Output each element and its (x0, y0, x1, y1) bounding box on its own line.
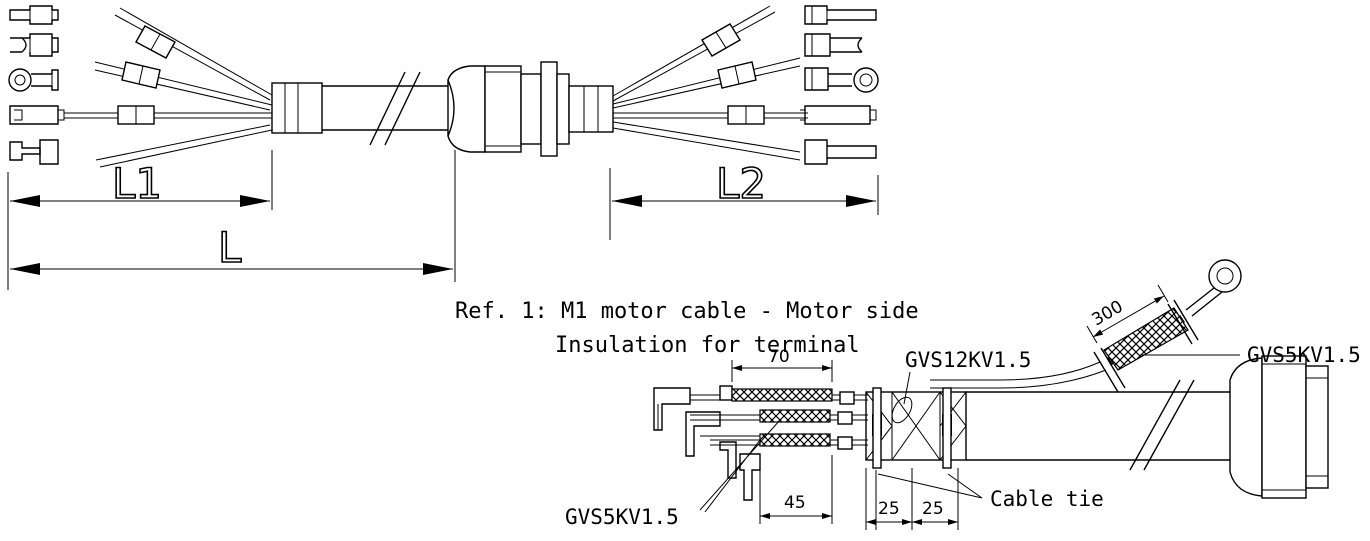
ring-lead (930, 259, 1242, 393)
callout-sleeve-terminals: GVS5KV1.5 (565, 505, 679, 529)
dim-25-25 (865, 468, 959, 530)
left-terminals (8, 5, 65, 165)
fork-terminal-icon (804, 33, 863, 57)
dim-l2-label: L2 (716, 159, 766, 208)
dim-l-label: L (218, 223, 242, 272)
wire-sleeve-icon (135, 25, 176, 59)
callout-sleeve-main: GVS12KV1.5 (905, 348, 1031, 372)
wire-sleeve-icon (727, 105, 765, 125)
right-bundle (568, 85, 614, 133)
dim-45-label: 45 (784, 493, 806, 513)
wire-sleeve-icon (117, 105, 155, 125)
dim-300-label: 300 (1089, 297, 1127, 331)
bottom-detail-view: 300 (565, 259, 1361, 530)
cable-tie-right (942, 387, 952, 469)
fork-terminal-icon (10, 33, 59, 57)
cable-tie-left (872, 387, 882, 469)
right-wires (612, 5, 808, 161)
dim-25b-label: 25 (922, 499, 944, 519)
right-terminals (800, 5, 879, 165)
ring-terminal-icon (8, 68, 59, 92)
female-terminal-icon (800, 105, 877, 125)
flat-terminal-icon (804, 5, 877, 25)
wire-sleeve-icon (701, 23, 741, 57)
dimension-lines-top (7, 150, 879, 290)
callout-cable-tie: Cable tie (990, 487, 1104, 511)
left-wires (64, 7, 273, 168)
dim-25a-label: 25 (878, 499, 900, 519)
dim-70-label: 70 (768, 347, 790, 367)
wire-sleeve-icon (121, 61, 161, 89)
top-cable-view: L1 L L2 (7, 5, 879, 290)
dim-l1-label: L1 (112, 159, 162, 208)
heat-shrink-block (865, 387, 967, 469)
cable-gland (447, 61, 570, 157)
leader-lines (699, 354, 1240, 513)
drawing-subtitle: Insulation for terminal (555, 333, 860, 358)
insulated-terminal-icon (9, 139, 59, 165)
detail-terminal-leads (653, 385, 868, 501)
insulated-terminal-icon (804, 139, 877, 165)
female-terminal-icon (9, 105, 65, 125)
ring-terminal-icon (804, 67, 879, 93)
main-cable (271, 71, 448, 146)
dim-70 (731, 360, 833, 382)
flat-terminal-icon (9, 5, 59, 25)
drawing-title: Ref. 1: M1 motor cable - Motor side (455, 299, 919, 324)
dim-45 (759, 455, 833, 524)
wire-sleeve-icon (717, 61, 757, 89)
detail-main-cable (966, 355, 1329, 499)
callout-sleeve-ring: GVS5KV1.5 (1247, 343, 1361, 367)
